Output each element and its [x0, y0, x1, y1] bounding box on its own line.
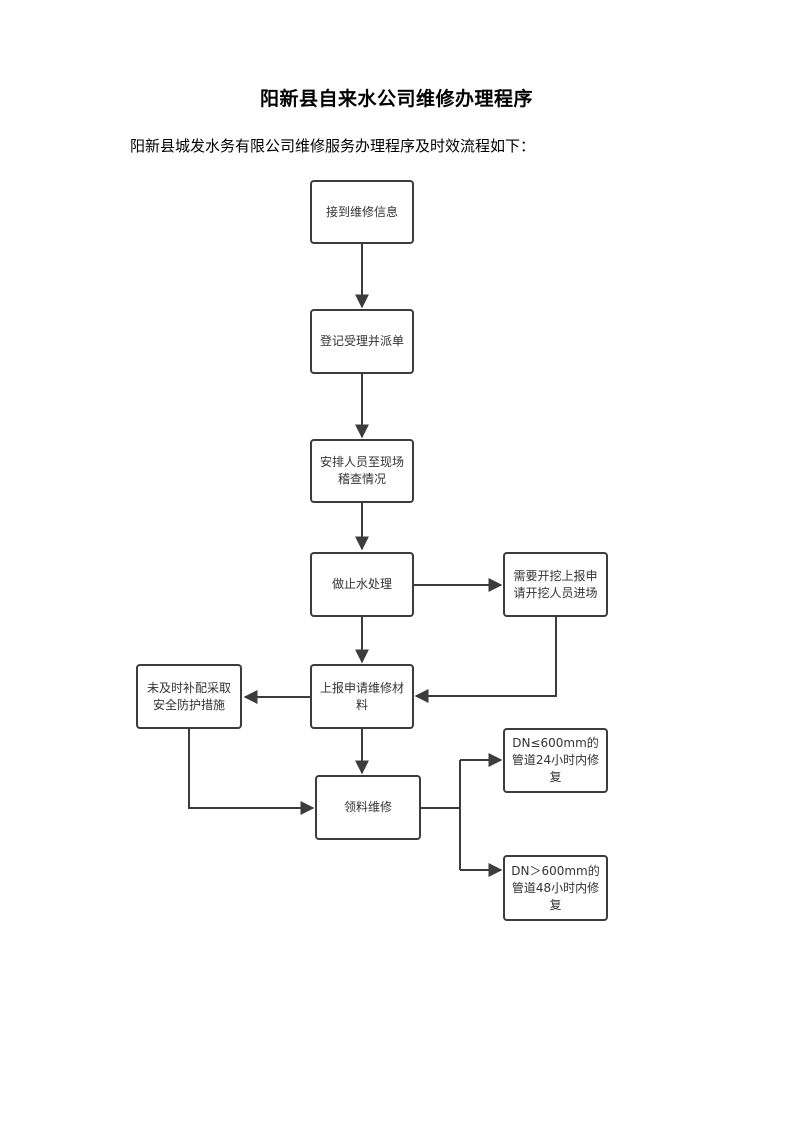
node-receive-info: 接到维修信息 — [310, 180, 414, 244]
node-report-materials: 上报申请维修材料 — [310, 664, 414, 729]
node-send-staff: 安排人员至现场稽查情况 — [310, 439, 414, 503]
edge-temporary-collect — [188, 729, 315, 815]
node-large-pipe-48h: DN＞600mm的管道48小时内修复 — [503, 855, 608, 921]
node-excavation-request: 需要开挖上报申请开挖人员进场 — [503, 552, 608, 617]
node-collect-repair: 领料维修 — [315, 775, 421, 840]
node-small-pipe-24h: DN≤600mm的管道24小时内修复 — [503, 728, 608, 793]
edge-excavate-report — [414, 617, 557, 703]
node-register-dispatch: 登记受理并派单 — [310, 309, 414, 374]
node-safety-measures: 未及时补配采取安全防护措施 — [136, 664, 242, 729]
page-title: 阳新县自来水公司维修办理程序 — [259, 88, 533, 110]
node-water-shutoff: 做止水处理 — [310, 552, 414, 617]
intro-text: 阳新县城发水务有限公司维修服务办理程序及时效流程如下： — [130, 137, 536, 155]
